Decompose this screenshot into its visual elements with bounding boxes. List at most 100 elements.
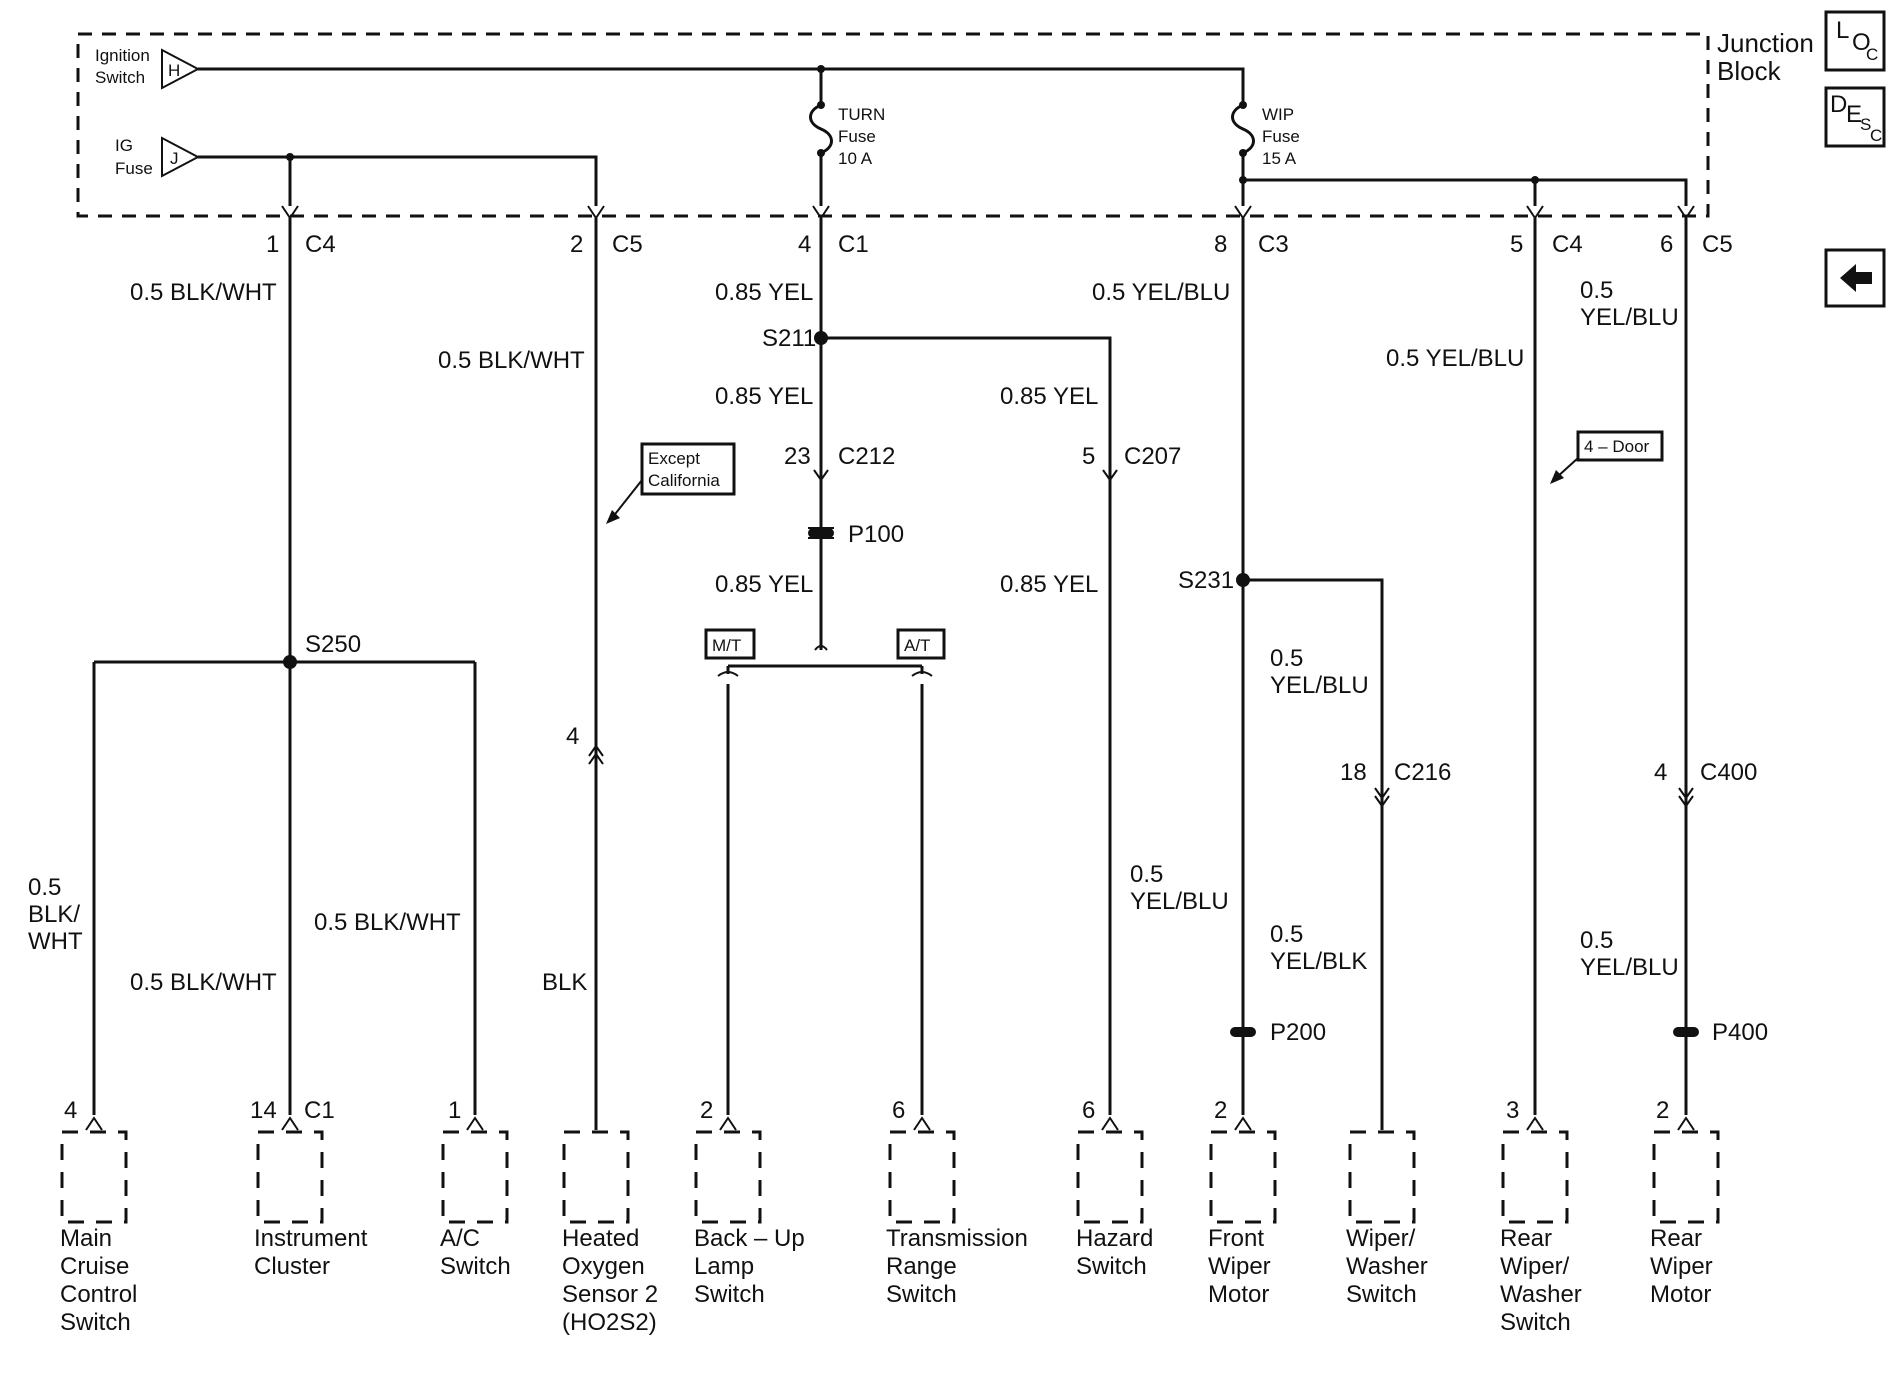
svg-text:A/C: A/C — [440, 1225, 480, 1252]
svg-text:Switch: Switch — [440, 1253, 511, 1280]
svg-text:C: C — [1866, 45, 1878, 64]
inline-p400-icon — [1673, 1027, 1699, 1037]
connector-pin: 4 — [798, 231, 811, 258]
svg-text:Cruise: Cruise — [60, 1253, 129, 1280]
source-label: Ignition — [95, 46, 150, 65]
splice-label: S250 — [305, 631, 361, 658]
ig-bus — [198, 155, 598, 206]
component-heated-oxygen-sensor-2: Heated Oxygen Sensor 2 (HO2S2) — [562, 1130, 658, 1336]
svg-text:Motor: Motor — [1650, 1281, 1711, 1308]
connector-name: C1 — [838, 231, 869, 258]
svg-text:Front: Front — [1208, 1225, 1264, 1252]
svg-text:Cluster: Cluster — [254, 1253, 330, 1280]
wire-label: 0.5 BLK/WHT — [130, 279, 277, 306]
component-transmission-range-switch: 6 Transmission Range Switch — [886, 1097, 1028, 1308]
option-note-box — [1576, 430, 1664, 462]
svg-text:Hazard: Hazard — [1076, 1225, 1153, 1252]
connector-name: C400 — [1700, 759, 1757, 786]
component-hazard-switch: 6 Hazard Switch — [1076, 1097, 1153, 1280]
splice-label: S211 — [762, 325, 816, 352]
connector-name: C207 — [1124, 443, 1181, 470]
inline-connector-icon — [813, 469, 829, 482]
connector-name: C5 — [612, 231, 643, 258]
component-box — [1501, 1130, 1569, 1224]
source-label: Fuse — [115, 159, 153, 178]
loc-button[interactable]: L O C — [1824, 10, 1886, 72]
svg-text:Washer: Washer — [1500, 1281, 1582, 1308]
component-box — [562, 1130, 630, 1224]
component-box — [1076, 1130, 1144, 1224]
wire-label: 0.85 YEL — [1000, 383, 1098, 410]
svg-text:Wiper: Wiper — [1208, 1253, 1271, 1280]
svg-text:Lamp: Lamp — [694, 1253, 754, 1280]
svg-text:L: L — [1836, 17, 1849, 44]
svg-text:D: D — [1830, 91, 1847, 118]
junction-block-label-2: Block — [1717, 56, 1782, 86]
svg-text:E: E — [1846, 101, 1862, 128]
wire-label: 0.5 BLK/WHT — [314, 909, 461, 936]
svg-text:M/T: M/T — [712, 636, 741, 655]
connector-pin: 8 — [1214, 231, 1227, 258]
wire-label: 0.5 — [28, 874, 61, 901]
bus-junction-dot — [286, 153, 294, 161]
component-box — [60, 1130, 128, 1224]
circuit-col-4: 0.85 YEL 5 C207 0.85 YEL 0.5 YEL/BLU — [1000, 383, 1229, 1115]
circuit-col-7: 6 C5 0.5 YEL/BLU 4 C400 0.5 YEL/BLU P400 — [1580, 218, 1768, 1115]
mt-note-box — [704, 628, 756, 660]
component-box — [441, 1130, 509, 1224]
wire-label: 0.5 — [1580, 927, 1613, 954]
back-button[interactable] — [1824, 248, 1886, 308]
svg-text:Wiper: Wiper — [1650, 1253, 1713, 1280]
desc-button[interactable]: D E S C — [1824, 86, 1886, 148]
wire-label: WHT — [28, 928, 83, 955]
svg-text:Washer: Washer — [1346, 1253, 1428, 1280]
component-box — [694, 1130, 762, 1224]
svg-text:Motor: Motor — [1208, 1281, 1269, 1308]
svg-text:Sensor 2: Sensor 2 — [562, 1281, 658, 1308]
svg-text:4 – Door: 4 – Door — [1584, 437, 1650, 456]
wire-label: 0.5 — [1270, 921, 1303, 948]
svg-text:Switch: Switch — [60, 1309, 131, 1336]
component-pin: 2 — [700, 1097, 713, 1124]
connector-pin: 2 — [570, 231, 583, 258]
svg-text:Switch: Switch — [1500, 1309, 1571, 1336]
connector-pin: 18 — [1340, 759, 1367, 786]
wire-label: 0.5 BLK/WHT — [130, 969, 277, 996]
fuse-label: Fuse — [838, 127, 876, 146]
svg-text:Transmission: Transmission — [886, 1225, 1028, 1252]
svg-text:O: O — [1852, 29, 1871, 56]
wire-label: 0.85 YEL — [715, 383, 813, 410]
inline-label: P200 — [1270, 1019, 1326, 1046]
wire-label: YEL/BLU — [1580, 304, 1679, 331]
component-main-cruise-control-switch: 4 Main Cruise Control Switch — [60, 1097, 137, 1336]
circuit-col-1: 1 C4 0.5 BLK/WHT S250 0.5 BLK/ WHT 0.5 B… — [28, 218, 477, 1115]
option-note-box — [640, 442, 736, 496]
circuit-col-6: 5 C4 0.5 YEL/BLU 4 – Door — [1386, 218, 1664, 1115]
svg-text:California: California — [648, 471, 720, 490]
svg-text:Switch: Switch — [1076, 1253, 1147, 1280]
wip-bus — [1243, 178, 1688, 206]
svg-text:Back – Up: Back – Up — [694, 1225, 805, 1252]
component-pin: 1 — [448, 1097, 461, 1124]
component-pin: 6 — [1082, 1097, 1095, 1124]
svg-text:A/T: A/T — [904, 636, 930, 655]
fuse-icon — [809, 103, 833, 155]
component-rear-wiper-motor: 2 Rear Wiper Motor — [1650, 1097, 1720, 1308]
svg-text:Range: Range — [886, 1253, 957, 1280]
source-terminal-icon — [161, 48, 201, 90]
inline-connector-icon — [1374, 787, 1390, 808]
component-back-up-lamp-switch: 2 Back – Up Lamp Switch — [694, 1097, 805, 1308]
connector-name: C3 — [1258, 231, 1289, 258]
circuit-col-3: 4 C1 0.85 YEL S211 0.85 YEL 23 C212 P100… — [704, 218, 1112, 1115]
connector-pin: 4 — [566, 723, 579, 750]
wire-label: 0.85 YEL — [715, 279, 813, 306]
wire-label: YEL/BLU — [1130, 888, 1229, 915]
component-ac-switch: 1 A/C Switch — [440, 1097, 511, 1280]
inline-connector-icon — [1102, 469, 1118, 482]
svg-text:Wiper/: Wiper/ — [1346, 1225, 1416, 1252]
wire-label: 0.85 YEL — [715, 571, 813, 598]
inline-p100-icon — [808, 528, 834, 538]
source-letter: J — [170, 149, 179, 168]
wire-label: YEL/BLK — [1270, 948, 1367, 975]
